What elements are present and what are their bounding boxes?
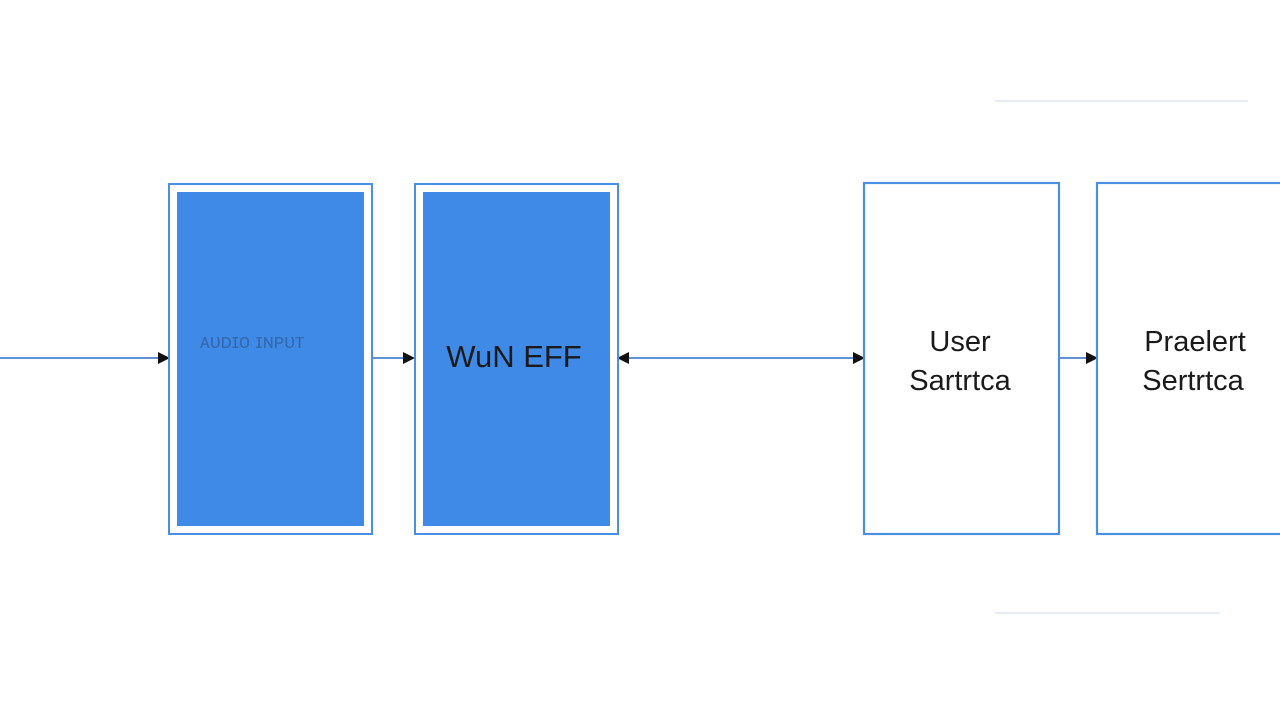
block-2: WuN EFF [414,183,619,535]
block-3-label-line-1: User [929,326,991,358]
block-3: User Sartrtca [862,181,1061,536]
block-1: ᴀᴜᴅɪᴏ ɪɴᴘᴜᴛ [168,183,373,535]
block-4: Praelert Sertrtca [1095,181,1280,536]
block-2-label: WuN EFF [446,339,582,374]
block-4-label-line-2: Sertrtca [1142,365,1244,397]
block-1-label: ᴀᴜᴅɪᴏ ɪɴᴘᴜᴛ [200,331,304,353]
block-3-label-line-2: Sartrtca [909,365,1011,397]
block-4-label-line-1: Praelert [1144,326,1246,358]
